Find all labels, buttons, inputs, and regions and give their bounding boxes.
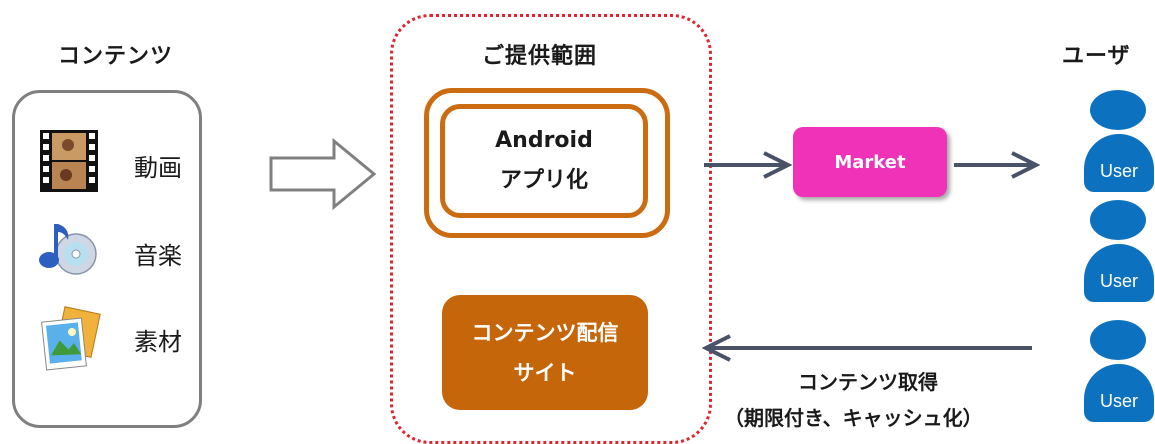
- pictures-icon: [38, 304, 102, 374]
- user-label-2: User: [1084, 244, 1154, 302]
- contents-panel: [12, 90, 202, 428]
- return-flow-caption-line2: （期限付き、キャッシュ化）: [724, 406, 983, 430]
- content-site-line2: サイト: [513, 360, 577, 385]
- android-app-line2: アプリ化: [499, 168, 588, 193]
- user-head: [1090, 90, 1146, 130]
- content-site-box: コンテンツ配信 サイト: [442, 295, 648, 410]
- music-cd-icon: [36, 220, 100, 276]
- market-box: Market: [793, 127, 947, 197]
- arrow-to-users: [952, 150, 1041, 180]
- android-app-outer-frame: [424, 88, 670, 238]
- arrow-to-market: [702, 150, 793, 180]
- arrow-return-to-site: [701, 333, 1034, 363]
- contents-header: コンテンツ: [58, 44, 174, 69]
- user-head: [1090, 320, 1146, 360]
- return-flow-caption-line1: コンテンツ取得: [798, 370, 938, 394]
- users-header: ユーザ: [1062, 44, 1131, 69]
- user-label-3: User: [1084, 364, 1154, 422]
- android-app-line1: Android: [495, 128, 593, 153]
- content-site-line1: コンテンツ配信: [471, 320, 619, 345]
- android-app-box: Android アプリ化: [440, 104, 648, 218]
- film-icon: [40, 130, 98, 192]
- user-figure-1: User: [1084, 90, 1155, 194]
- market-label: Market: [834, 151, 906, 173]
- content-label-video: 動画: [134, 154, 182, 182]
- scope-header: ご提供範囲: [482, 44, 598, 69]
- hollow-right-arrow: [268, 136, 378, 212]
- user-figure-2: User: [1084, 200, 1155, 304]
- user-figure-3: User: [1084, 320, 1155, 424]
- content-label-music: 音楽: [134, 242, 182, 270]
- content-label-materials: 素材: [134, 328, 182, 356]
- user-head: [1090, 200, 1146, 240]
- user-label-1: User: [1084, 134, 1154, 192]
